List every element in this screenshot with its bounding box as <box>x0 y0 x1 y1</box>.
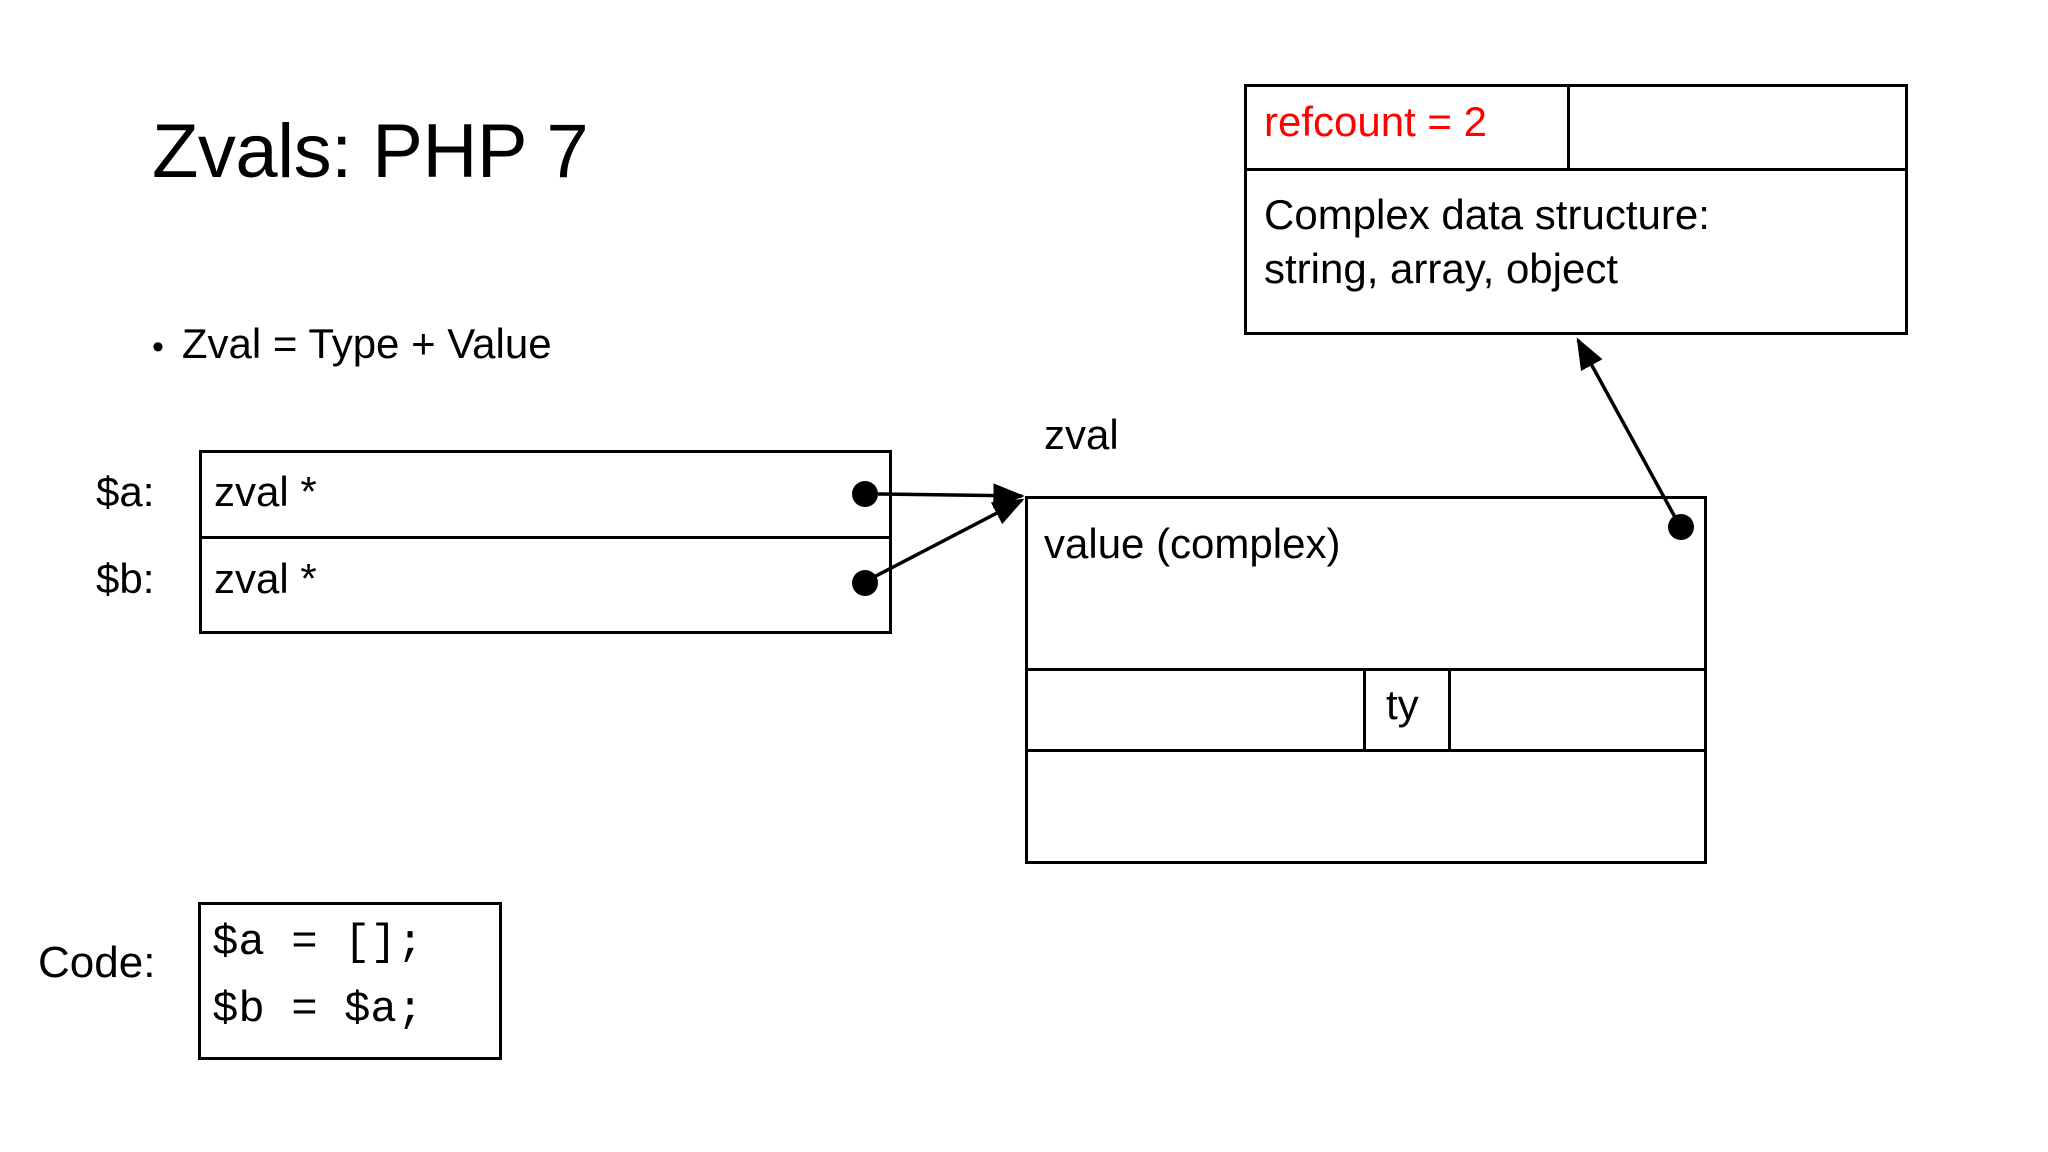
code-label: Code: <box>38 938 156 987</box>
refcount-value: refcount = 2 <box>1264 98 1487 145</box>
refcount-block-cell-divider <box>1567 84 1570 168</box>
zval-cell-divider-right <box>1448 668 1451 752</box>
bullet-item-label: Zval = Type + Value <box>181 320 552 367</box>
bullet-item: • Zval = Type + Value <box>152 320 552 368</box>
bullet-marker-icon: • <box>152 328 164 366</box>
arrow-a-to-zval <box>877 483 1025 508</box>
zval-cell-divider-left <box>1363 668 1366 752</box>
pointer-dot-b-icon <box>852 570 878 596</box>
zval-type-cell: ty <box>1386 681 1419 728</box>
variable-label-a: $a: <box>96 468 155 515</box>
code-box <box>198 902 502 1060</box>
variable-label-b: $b: <box>96 555 155 602</box>
pointer-dot-a-icon <box>852 481 878 507</box>
complex-data-description: Complex data structure: string, array, o… <box>1264 191 1710 292</box>
pointer-dot-zval-icon <box>1668 514 1694 540</box>
variable-cell-b: zval * <box>214 555 317 602</box>
code-snippet: $a = []; $b = $a; <box>212 918 424 1035</box>
variable-cell-a: zval * <box>214 468 317 515</box>
refcount-block-box <box>1244 84 1908 335</box>
arrow-zval-to-refcount <box>1576 337 1678 520</box>
arrow-b-to-zval <box>871 498 1025 580</box>
zval-divider-bottom <box>1025 749 1707 752</box>
variables-table-row-divider <box>199 536 892 539</box>
variables-table <box>199 450 892 634</box>
zval-struct-box <box>1025 496 1707 864</box>
page-title: Zvals: PHP 7 <box>152 109 589 194</box>
zval-caption: zval <box>1044 411 1119 458</box>
refcount-block-row-divider <box>1244 168 1908 171</box>
zval-divider-top <box>1025 668 1707 671</box>
zval-value-cell: value (complex) <box>1044 520 1341 567</box>
